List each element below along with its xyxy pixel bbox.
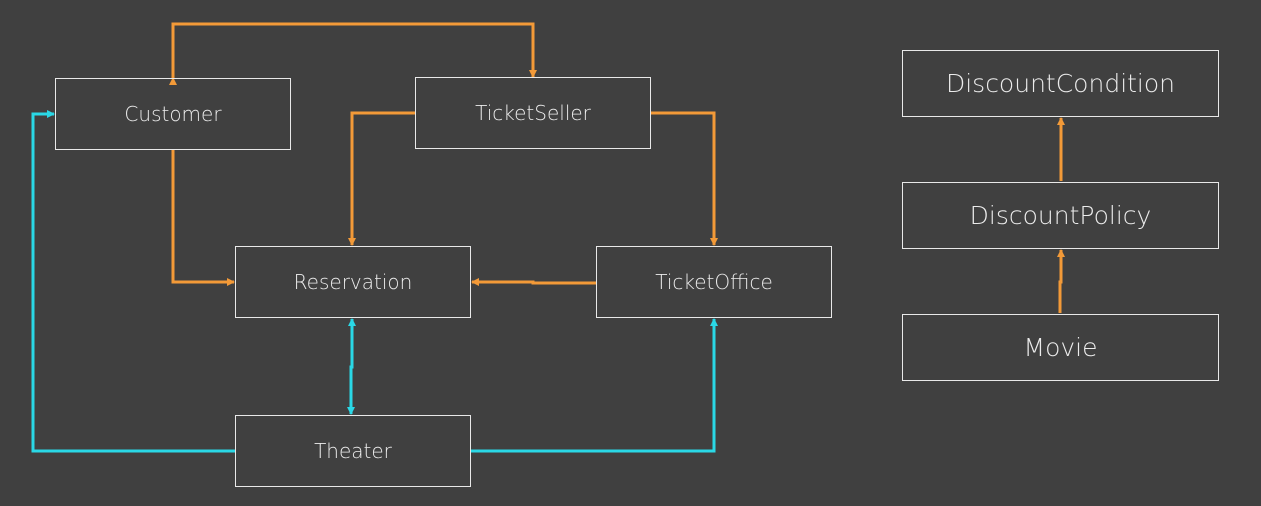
node-customer-label: Customer (124, 102, 222, 126)
node-discountpolicy-label: DiscountPolicy (969, 201, 1152, 230)
edge-theater-ticketoffice (471, 318, 718, 453)
node-ticketoffice: TicketOffice (596, 246, 832, 318)
edge-customer-reservation (171, 150, 235, 286)
node-movie: Movie (902, 314, 1219, 381)
edge-theater-customer (31, 110, 235, 453)
edge-ticketseller-reservation (348, 111, 415, 246)
node-ticketseller: TicketSeller (415, 77, 651, 149)
node-customer: Customer (55, 78, 291, 150)
edge-reservation-theater (347, 318, 356, 415)
node-reservation: Reservation (235, 246, 471, 318)
edge-customer-ticketseller (169, 22, 537, 85)
edge-ticketoffice-reservation (471, 278, 596, 286)
edge-movie-discountpolicy (1057, 249, 1065, 313)
node-theater-label: Theater (314, 439, 392, 463)
edge-ticketseller-ticketoffice (651, 111, 718, 246)
node-reservation-label: Reservation (293, 270, 413, 294)
node-discountcondition-label: DiscountCondition (945, 69, 1176, 98)
node-discountpolicy: DiscountPolicy (902, 182, 1219, 249)
node-theater: Theater (235, 415, 471, 487)
node-ticketseller-label: TicketSeller (475, 101, 591, 125)
node-discountcondition: DiscountCondition (902, 50, 1219, 117)
node-movie-label: Movie (1023, 333, 1098, 362)
node-ticketoffice-label: TicketOffice (655, 270, 773, 294)
